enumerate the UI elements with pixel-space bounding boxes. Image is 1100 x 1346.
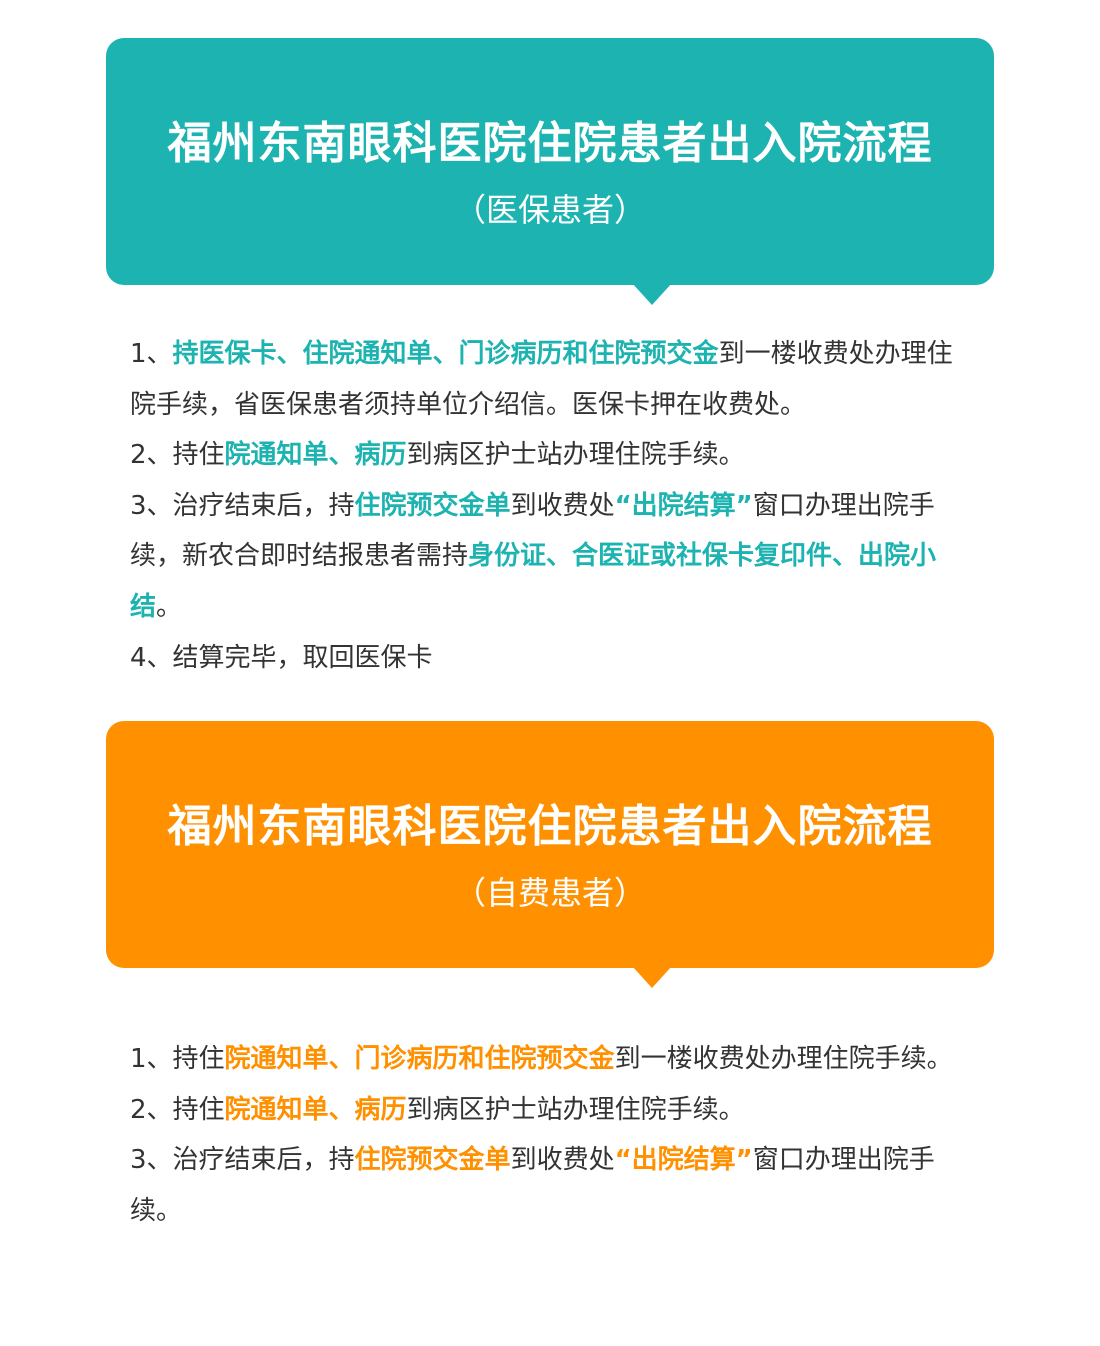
step-text: 到病区护士站办理住院手续。	[406, 440, 745, 471]
step-highlight: 院通知单、病历	[224, 1094, 407, 1125]
step-highlight: “出院结算”	[614, 1145, 753, 1176]
step-text: 2、持住	[130, 1094, 225, 1125]
step-text: 到病区护士站办理住院手续。	[406, 1094, 745, 1125]
self-pay-banner-title: 福州东南眼科医院住院患者出入院流程	[167, 801, 933, 852]
step-text: 1、持住	[130, 1044, 225, 1074]
step-highlight: 持医保卡、住院通知单、门诊病历和住院预交金	[172, 339, 719, 369]
step-highlight: 院通知单、病历	[224, 440, 407, 471]
step-highlight: 住院预交金单	[354, 490, 511, 521]
self-pay-steps: 1、持住院通知单、门诊病历和住院预交金到一楼收费处办理住院手续。 2、持住院通知…	[130, 1034, 970, 1236]
insured-step-1: 1、持医保卡、住院通知单、门诊病历和住院预交金到一楼收费处办理住院手续，省医保患…	[130, 329, 970, 430]
insured-banner: 福州东南眼科医院住院患者出入院流程 （医保患者）	[106, 38, 994, 305]
insured-banner-pointer	[632, 283, 672, 305]
self-pay-banner-subtitle: （自费患者）	[453, 874, 646, 912]
step-text: 到一楼收费处办理住院手续。	[614, 1044, 953, 1074]
insured-step-4: 4、结算完毕，取回医保卡	[130, 633, 970, 684]
step-text: 到一楼收费处办理住院手续，省医保患者须持单位介绍信。医保卡押在收费处。	[130, 339, 953, 420]
step-text: 3、治疗结束后，持	[130, 490, 355, 521]
step-text: 。	[156, 591, 183, 622]
insured-banner-title: 福州东南眼科医院住院患者出入院流程	[167, 118, 933, 169]
insured-banner-subtitle: （医保患者）	[453, 191, 646, 229]
step-text: 1、	[130, 339, 173, 369]
step-text: 4、结算完毕，取回医保卡	[130, 642, 433, 673]
self-pay-step-1: 1、持住院通知单、门诊病历和住院预交金到一楼收费处办理住院手续。	[130, 1034, 970, 1085]
self-pay-banner: 福州东南眼科医院住院患者出入院流程 （自费患者）	[106, 721, 994, 988]
step-highlight: 身份证、合医证或社保卡复印件、出院小结	[130, 541, 937, 622]
step-highlight: 院通知单、门诊病历和住院预交金	[224, 1044, 615, 1074]
step-highlight: 住院预交金单	[354, 1145, 511, 1176]
insured-steps: 1、持医保卡、住院通知单、门诊病历和住院预交金到一楼收费处办理住院手续，省医保患…	[130, 329, 970, 683]
self-pay-step-3: 3、治疗结束后，持住院预交金单到收费处“出院结算”窗口办理出院手续。	[130, 1135, 970, 1236]
self-pay-banner-pointer	[632, 966, 672, 988]
step-text: 窗口办理出院手续，新农合即时结报患者需持	[130, 490, 935, 572]
step-text: 3、治疗结束后，持	[130, 1145, 355, 1176]
step-text: 2、持住	[130, 440, 225, 471]
self-pay-step-2: 2、持住院通知单、病历到病区护士站办理住院手续。	[130, 1085, 970, 1136]
step-highlight: “出院结算”	[614, 490, 753, 521]
step-text: 到收费处	[510, 490, 615, 521]
step-text: 窗口办理出院手续。	[130, 1145, 935, 1226]
step-text: 到收费处	[510, 1145, 615, 1176]
insured-step-2: 2、持住院通知单、病历到病区护士站办理住院手续。	[130, 430, 970, 481]
insured-step-3: 3、治疗结束后，持住院预交金单到收费处“出院结算”窗口办理出院手续，新农合即时结…	[130, 481, 970, 633]
